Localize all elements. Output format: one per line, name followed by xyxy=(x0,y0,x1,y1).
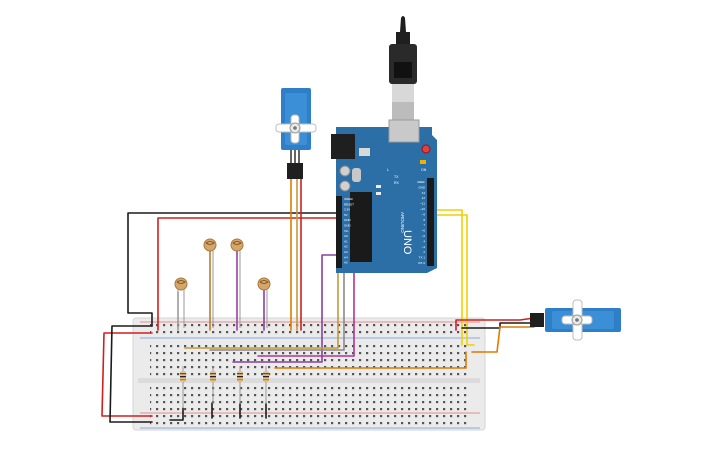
left-header-label-9: A2 xyxy=(344,245,348,249)
servo-right[interactable] xyxy=(530,299,621,341)
capacitor-1 xyxy=(339,165,351,177)
wire-yellow-a[interactable] xyxy=(436,209,463,346)
breadboard-upper-block xyxy=(150,344,470,377)
on-label: ON xyxy=(421,168,427,172)
right-header-label-8: 7 xyxy=(423,223,425,227)
right-header-label-5: ~10 xyxy=(420,207,425,211)
resistor-1[interactable] xyxy=(180,366,186,408)
right-header-label-9: ~6 xyxy=(422,229,426,233)
breadboard-top-rail-b xyxy=(150,331,470,336)
arduino-model-text: UNO xyxy=(401,230,413,255)
photoresistor-1[interactable] xyxy=(174,277,188,328)
left-header-label-11: A4 xyxy=(344,255,348,259)
right-header-label-7: 8 xyxy=(423,218,425,222)
breadboard xyxy=(132,317,486,431)
wire-black-rail-jumper[interactable] xyxy=(109,325,153,423)
wire-orange-long[interactable] xyxy=(274,351,467,369)
photoresistor-2[interactable] xyxy=(203,238,217,328)
usb-cable-icon[interactable] xyxy=(389,16,417,120)
right-header-label-13: 2 xyxy=(423,250,425,254)
right-header-label-14: TX 1 xyxy=(419,256,426,260)
wire-servo-right-black[interactable] xyxy=(461,322,535,329)
breadboard-bottom-rail-b xyxy=(150,421,470,426)
right-header-label-4: ~11 xyxy=(420,202,425,206)
power-jack xyxy=(331,134,355,159)
resistor-3[interactable] xyxy=(237,366,243,404)
crystal xyxy=(352,168,361,182)
wire-red-5v[interactable] xyxy=(157,217,339,331)
right-header-label-3: 12 xyxy=(422,196,426,200)
photoresistor-3[interactable] xyxy=(230,238,244,328)
rx-label: RX xyxy=(394,181,400,185)
right-header-label-1: GND xyxy=(418,185,426,189)
wire-red-rail-jumper[interactable] xyxy=(101,332,153,417)
servo-top[interactable] xyxy=(275,88,317,179)
tx-label: TX xyxy=(394,175,399,179)
l-label: L xyxy=(387,168,389,172)
wire-servo-right-red[interactable] xyxy=(455,317,535,331)
right-header-label-6: ~9 xyxy=(422,212,426,216)
left-header-label-12: A5 xyxy=(344,261,348,265)
right-header-label-12: ~3 xyxy=(422,245,426,249)
right-header-label-11: 4 xyxy=(423,239,425,243)
left-header-label-5: GND xyxy=(344,224,352,228)
wire-purple-a0[interactable] xyxy=(232,254,341,363)
breadboard-bottom-rail-a xyxy=(150,415,470,420)
digital-header xyxy=(427,178,434,266)
wire-yellow-b[interactable] xyxy=(436,214,475,346)
arduino-uno-board[interactable]: ARDUINO UNO TX RX ON L IOREFRESET3.3V5VG… xyxy=(331,119,437,273)
left-header-label-10: A3 xyxy=(344,250,348,254)
usb-b-jack xyxy=(388,119,420,143)
breadboard-lower-block xyxy=(150,385,470,411)
left-header-label-6: Vin xyxy=(344,229,349,233)
reset-button[interactable] xyxy=(421,144,431,154)
right-header-label-10: ~5 xyxy=(422,234,426,238)
right-header-label-2: 13 xyxy=(422,191,426,195)
resistor-4[interactable] xyxy=(263,366,269,404)
left-header-label-0: IOREF xyxy=(344,197,353,201)
left-header-label-2: 3.3V xyxy=(344,208,350,212)
power-analog-header xyxy=(336,196,342,268)
wire-black-pulldown-1[interactable] xyxy=(169,407,184,421)
left-header-label-1: RESET xyxy=(344,202,354,206)
wire-servo-right-orange[interactable] xyxy=(471,326,535,353)
right-header-label-0: AREF xyxy=(417,180,425,184)
left-header-label-4: GND xyxy=(344,218,352,222)
left-header-label-7: A0 xyxy=(344,234,348,238)
resistor-2[interactable] xyxy=(210,366,216,404)
breadboard-top-rail-a xyxy=(150,324,470,329)
atmega-chip xyxy=(350,192,372,262)
left-header-label-8: A1 xyxy=(344,239,348,243)
capacitor-2 xyxy=(339,180,351,192)
photoresistor-4[interactable] xyxy=(257,277,271,328)
left-header-label-3: 5V xyxy=(344,213,348,217)
wire-tan-a3[interactable] xyxy=(184,269,339,349)
right-header-label-15: RX 0 xyxy=(418,261,425,265)
wire-black-gnd[interactable] xyxy=(127,212,339,327)
arduino-brand-text: ARDUINO xyxy=(400,212,405,233)
